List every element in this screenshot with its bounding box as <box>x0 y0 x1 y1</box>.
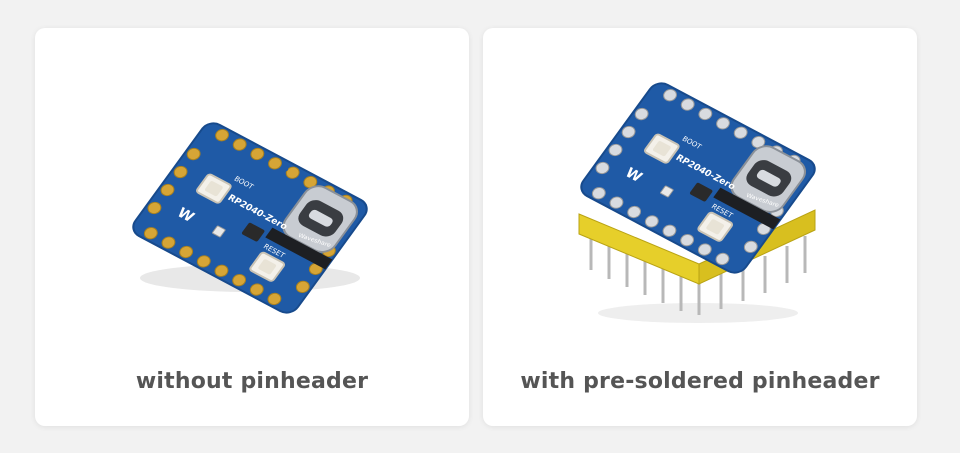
caption-with-pinheader: with pre-soldered pinheader <box>520 369 880 394</box>
product-card-without-pinheader: BOOT RESET RP2040-Zero Waveshare W witho… <box>35 28 469 426</box>
boot-button <box>644 133 680 164</box>
caption-without-pinheader: without pinheader <box>135 369 369 394</box>
chip <box>241 222 265 242</box>
rgb-led <box>660 185 674 198</box>
product-card-with-pinheader: BOOT RESET RP2040-Zero Waveshare W with … <box>483 28 917 426</box>
header-pins <box>589 233 807 315</box>
board-photo-with-pinheader: BOOT RESET RP2040-Zero Waveshare W <box>578 82 816 323</box>
gold-pads-bottom <box>143 227 282 306</box>
pcb-board <box>581 83 815 273</box>
boot-button <box>196 173 232 204</box>
usb-c-connector <box>713 145 807 230</box>
reset-button <box>249 251 286 282</box>
rgb-led <box>212 225 226 238</box>
pcb-board <box>133 123 367 313</box>
chip <box>689 182 713 202</box>
board-photo-without-pinheader: BOOT RESET RP2040-Zero Waveshare W <box>132 122 368 314</box>
usb-c-connector <box>265 185 359 270</box>
reset-button <box>697 211 734 242</box>
